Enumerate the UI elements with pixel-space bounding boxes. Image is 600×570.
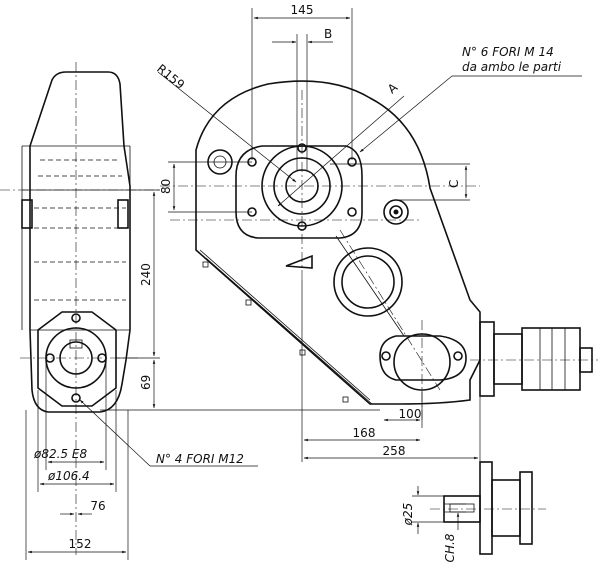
dim-80-label: 80 [159,179,173,194]
dim-ch8-label: CH.8 [443,533,457,562]
dim-a-label: A [385,80,401,97]
note-m14-line1: N° 6 FORI M 14 [462,45,554,59]
dim-145-label: 145 [291,3,314,17]
side-view [0,62,160,555]
dim-r159-label: R159 [154,61,187,92]
dim-25-label: ø25 [401,503,415,527]
dim-b-label: B [324,27,332,41]
note-m12: N° 4 FORI M12 [156,452,244,466]
dim-168-label: 168 [353,426,376,440]
dimension-lines [25,8,582,560]
front-view [160,80,481,420]
dim-258-label: 258 [383,444,406,458]
dim-82-5-label: ø82.5 E8 [33,447,87,461]
shaft-detail-view [430,461,546,555]
dim-76-label: 76 [90,499,105,513]
note-m14-line2: da ambo le parti [462,60,562,74]
dim-100-label: 100 [399,407,422,421]
dim-152-label: 152 [69,537,92,551]
dim-106-4-label: ø106.4 [47,469,90,483]
dim-240-label: 240 [139,263,153,286]
dim-c-label: C [447,180,461,188]
input-shaft-assembly [470,321,598,397]
dim-69-label: 69 [139,375,153,390]
